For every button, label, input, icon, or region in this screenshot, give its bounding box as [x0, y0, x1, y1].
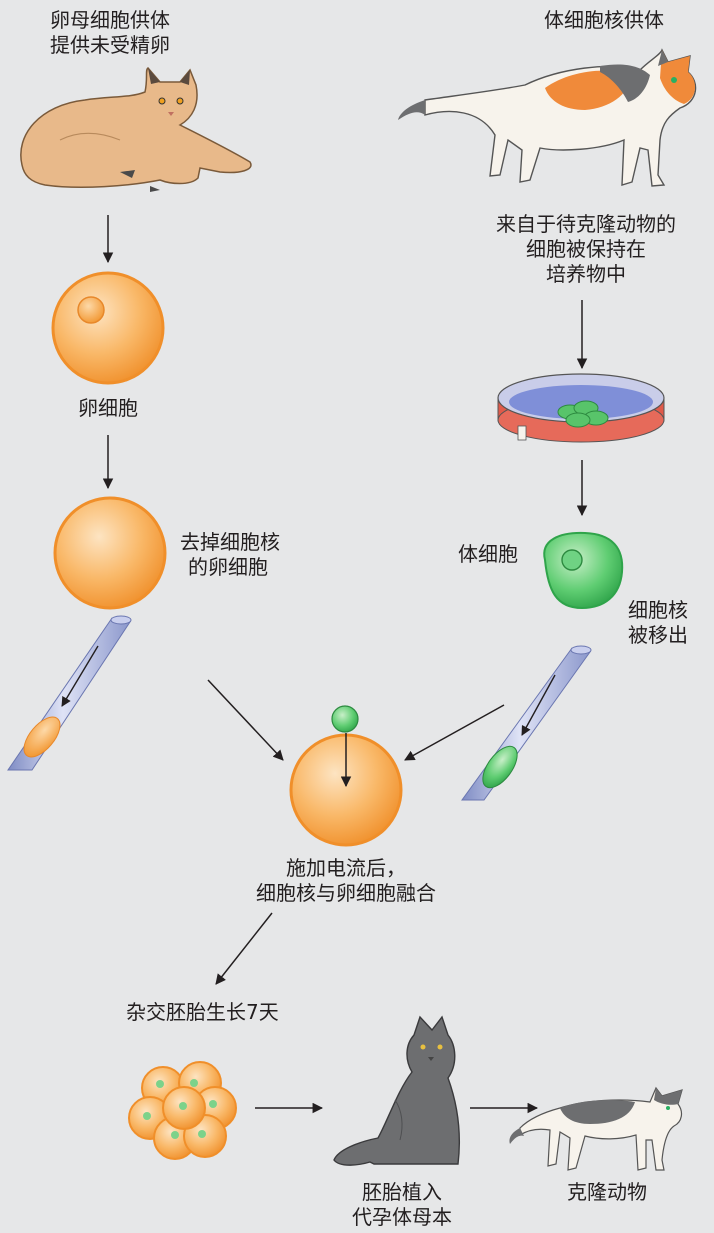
somatic-cell-label: 体细胞 — [458, 542, 518, 566]
somatic-cell-icon — [543, 531, 624, 610]
fusion-line2: 细胞核与卵细胞融合 — [256, 881, 436, 905]
egg-donor-line1: 卵母细胞供体 — [50, 8, 170, 32]
somatic-donor-line1: 体细胞核供体 — [544, 8, 664, 32]
tan-cat-icon — [20, 67, 252, 192]
nucleus-removed-label: 细胞核 被移出 — [628, 598, 688, 648]
embryo-icon — [128, 1061, 237, 1160]
egg-cell-label: 卵细胞 — [78, 396, 138, 420]
culture-note-line1: 来自于待克隆动物的 — [496, 212, 676, 236]
culture-note-line3: 培养物中 — [546, 262, 626, 286]
implant-label: 胚胎植入 代孕体母本 — [332, 1180, 472, 1230]
culture-note-line2: 细胞被保持在 — [526, 237, 646, 261]
culture-note: 来自于待克隆动物的 细胞被保持在 培养物中 — [476, 212, 696, 287]
cloned-animal-label: 克隆动物 — [567, 1180, 647, 1204]
pipette-icon-right — [461, 645, 592, 801]
embryo-growth-label: 杂交胚胎生长7天 — [126, 1000, 279, 1024]
somatic-donor-label: 体细胞核供体 — [524, 8, 684, 33]
egg-donor-label: 卵母细胞供体 提供未受精卵 — [30, 8, 190, 58]
enucleated-egg-icon — [53, 496, 167, 610]
calico-cat-icon — [398, 48, 697, 187]
implant-line1: 胚胎植入 — [362, 1180, 442, 1204]
fusion-line1: 施加电流后， — [286, 856, 406, 880]
egg-donor-line2: 提供未受精卵 — [50, 33, 170, 57]
nucleus-removed-line2: 被移出 — [628, 623, 688, 647]
egg-cell-icon — [51, 271, 165, 385]
gray-cat-icon — [333, 1015, 460, 1166]
enucleated-line2: 的卵细胞 — [188, 555, 268, 579]
fusion-label: 施加电流后， 细胞核与卵细胞融合 — [226, 856, 466, 906]
fused-egg-icon — [289, 705, 403, 847]
pipette-icon — [7, 615, 132, 771]
enucleated-egg-label: 去掉细胞核 的卵细胞 — [180, 530, 280, 580]
enucleated-line1: 去掉细胞核 — [180, 530, 280, 554]
cloned-cat-icon — [509, 1086, 683, 1171]
implant-line2: 代孕体母本 — [352, 1205, 452, 1229]
nucleus-removed-line1: 细胞核 — [628, 598, 688, 622]
petri-dish-icon — [497, 373, 665, 443]
